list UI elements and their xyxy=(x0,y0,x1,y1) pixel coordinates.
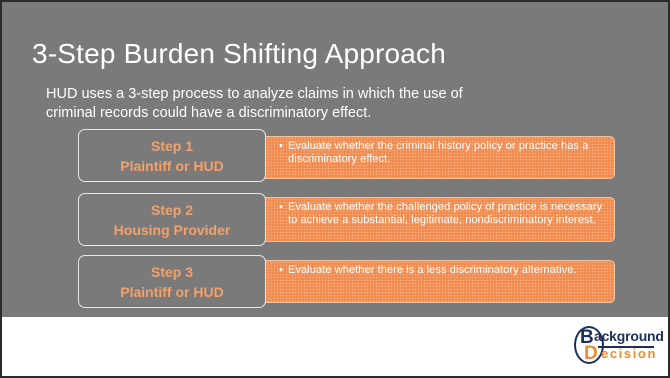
step-3-label: Step 3 xyxy=(150,263,193,280)
intro-text: HUD uses a 3-step process to analyze cla… xyxy=(46,86,463,121)
step-3-description: Evaluate whether there is a less discrim… xyxy=(288,264,577,276)
step-3-party: Plaintiff or HUD xyxy=(120,283,224,300)
step-1-box: Step 1 Plaintiff or HUD xyxy=(78,129,266,182)
step-1-label: Step 1 xyxy=(150,137,193,154)
step-2-description: Evaluate whether the challenged policy o… xyxy=(288,201,603,226)
logo-letter-b: B xyxy=(580,327,594,348)
step-2-label: Step 2 xyxy=(150,201,193,218)
bullet-icon: • xyxy=(279,140,283,152)
logo-letter-d: D xyxy=(584,343,598,364)
step-3-description-box: • Evaluate whether there is a less discr… xyxy=(260,260,615,303)
footer-band: B D ackground ecision xyxy=(2,317,668,376)
step-1-description-box: • Evaluate whether the criminal history … xyxy=(260,136,615,179)
step-2-box: Step 2 Housing Provider xyxy=(78,193,266,246)
step-2-description-box: • Evaluate whether the challenged policy… xyxy=(260,197,615,242)
background-decision-logo: B D ackground ecision xyxy=(570,324,664,368)
step-2-party: Housing Provider xyxy=(113,221,231,238)
logo-word-top: ackground xyxy=(594,328,664,344)
logo-word-bottom: ecision xyxy=(601,346,657,361)
step-1-description: Evaluate whether the criminal history po… xyxy=(288,140,589,165)
step-3-box: Step 3 Plaintiff or HUD xyxy=(78,255,266,308)
slide-title: 3-Step Burden Shifting Approach xyxy=(32,38,447,69)
bullet-icon: • xyxy=(279,201,283,213)
logo-divider-line xyxy=(598,346,654,348)
bullet-icon: • xyxy=(279,264,283,276)
step-1-party: Plaintiff or HUD xyxy=(120,157,224,174)
logo-ring-icon xyxy=(574,326,604,364)
